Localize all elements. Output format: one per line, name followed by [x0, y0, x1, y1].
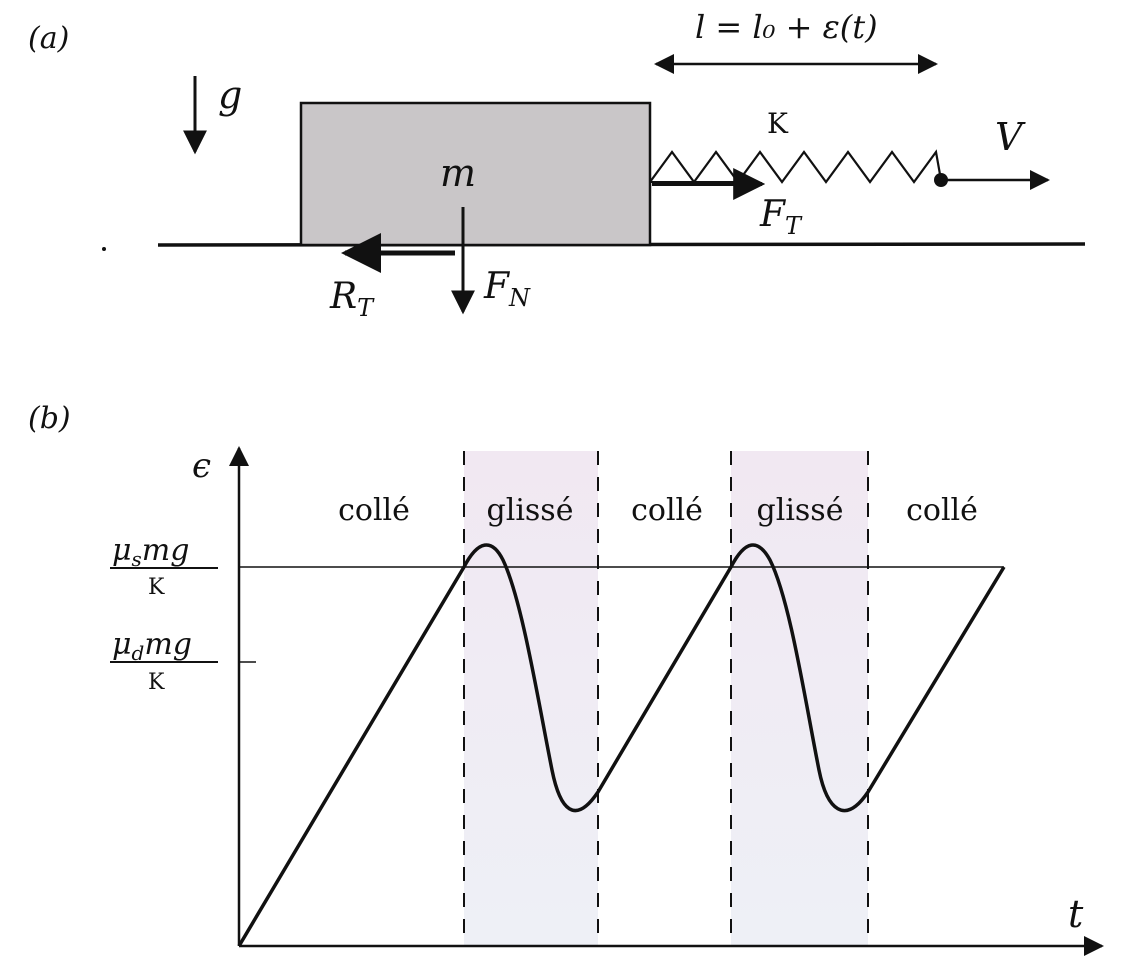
strain-curve [237, 543, 1006, 947]
stray-dot [102, 247, 106, 251]
y-axis-label: ϵ [192, 446, 211, 486]
panel-b-label: (b) [28, 401, 71, 436]
friction-force-label: RT [329, 276, 375, 322]
spring-coil [649, 149, 943, 184]
gravity-label: g [218, 73, 242, 117]
mass-block [299, 101, 652, 247]
panel-a: (a) g m FN RT FT K [28, 8, 1086, 322]
svg-text:μsmg: μsmg [112, 533, 189, 571]
velocity-label: V [995, 115, 1026, 159]
spring-constant-label: K [767, 107, 789, 140]
panel-a-label: (a) [28, 21, 69, 56]
tension-force-label: FT [759, 194, 803, 240]
phase-label-slip-1: glissé [487, 493, 574, 528]
slip-band-1 [464, 451, 598, 945]
static-threshold-label: μsmg K [110, 533, 218, 600]
phase-label-stick-1: collé [338, 493, 410, 528]
panel-b: (b) ϵ t μsmg K μdmg [28, 401, 1104, 956]
svg-text:μdmg: μdmg [112, 627, 192, 665]
phase-label-slip-2: glissé [757, 493, 844, 528]
length-label: l = l₀ + ε(t) [695, 8, 878, 46]
normal-force-label: FN [483, 266, 531, 312]
slip-band-2 [731, 451, 868, 945]
mass-label: m [440, 151, 476, 195]
svg-text:K: K [148, 575, 165, 600]
phase-label-stick-2: collé [631, 493, 703, 528]
svg-text:K: K [148, 670, 165, 695]
x-axis-label: t [1068, 892, 1084, 936]
phase-label-stick-3: collé [906, 493, 978, 528]
dynamic-threshold-label: μdmg K [110, 627, 218, 695]
